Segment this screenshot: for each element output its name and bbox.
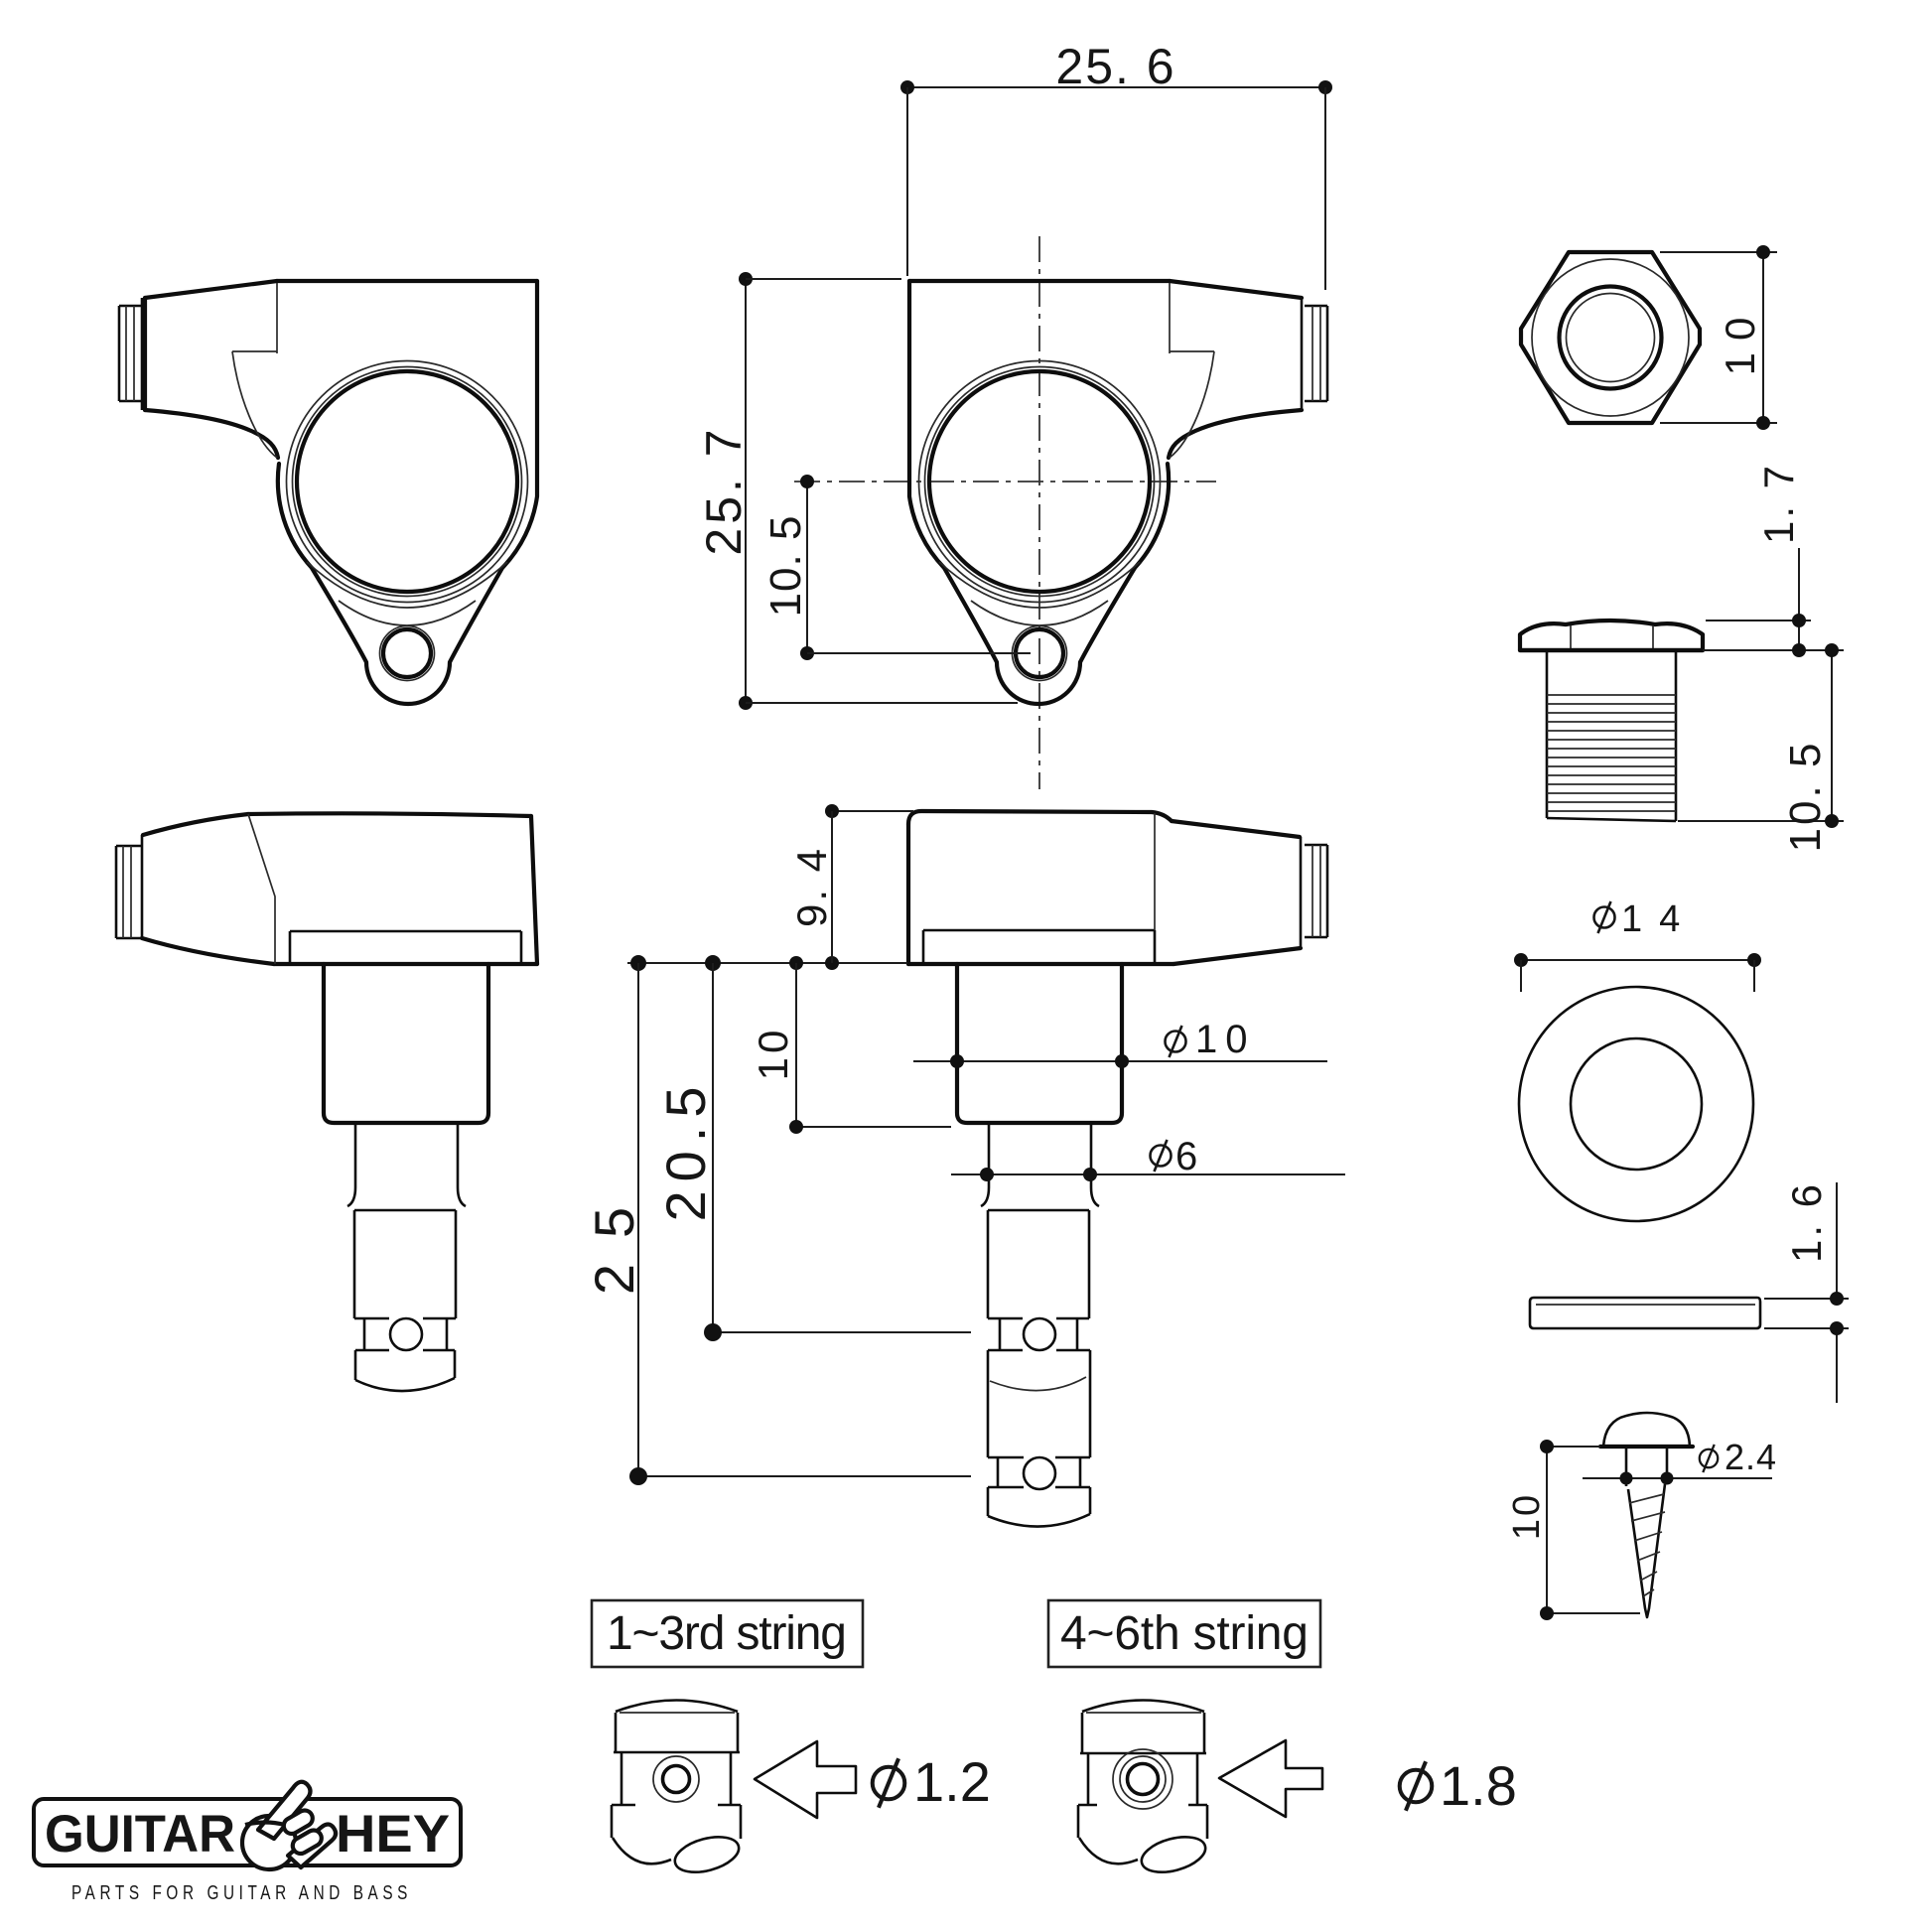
svg-text:2.4: 2.4: [1725, 1437, 1777, 1477]
svg-text:25. 6: 25. 6: [1055, 39, 1175, 94]
svg-text:10: 10: [1717, 306, 1763, 376]
svg-text:1~3rd string: 1~3rd string: [607, 1607, 847, 1660]
svg-text:1. 6: 1. 6: [1783, 1181, 1830, 1263]
svg-text:6: 6: [1175, 1135, 1200, 1178]
svg-text:10: 10: [1195, 1018, 1256, 1061]
svg-text:9. 4: 9. 4: [788, 846, 835, 927]
svg-text:10: 10: [1506, 1492, 1548, 1540]
svg-text:1. 7: 1. 7: [1755, 463, 1802, 544]
svg-text:14: 14: [1621, 898, 1697, 940]
svg-text:25: 25: [583, 1181, 645, 1295]
svg-text:4~6th string: 4~6th string: [1060, 1607, 1309, 1660]
svg-text:10: 10: [750, 1027, 796, 1081]
svg-text:20.5: 20.5: [654, 1078, 717, 1222]
svg-text:10. 5: 10. 5: [761, 515, 810, 618]
svg-text:1.8: 1.8: [1440, 1754, 1517, 1817]
svg-text:1.2: 1.2: [913, 1750, 991, 1813]
svg-text:PARTS FOR GUITAR AND BASS: PARTS FOR GUITAR AND BASS: [71, 1882, 412, 1904]
svg-text:HEY: HEY: [336, 1805, 450, 1863]
svg-text:10. 5: 10. 5: [1781, 741, 1830, 853]
svg-text:25. 7: 25. 7: [696, 425, 752, 555]
svg-text:GUITAR: GUITAR: [45, 1805, 235, 1863]
